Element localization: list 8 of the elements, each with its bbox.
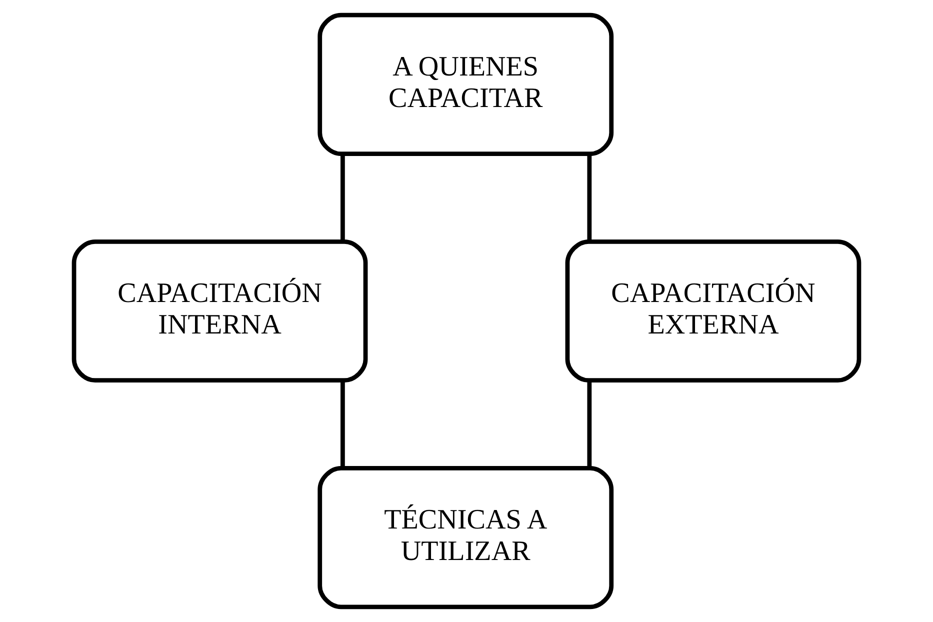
node-box: CAPACITACIÓN INTERNA — [72, 239, 368, 383]
connector — [340, 154, 345, 242]
node-box: CAPACITACIÓN EXTERNA — [565, 239, 862, 383]
connector — [340, 380, 345, 468]
connector — [587, 154, 592, 242]
node-box: TÉCNICAS A UTILIZAR — [318, 466, 614, 610]
node-box: A QUIENES CAPACITAR — [318, 12, 614, 156]
connector — [587, 380, 592, 468]
